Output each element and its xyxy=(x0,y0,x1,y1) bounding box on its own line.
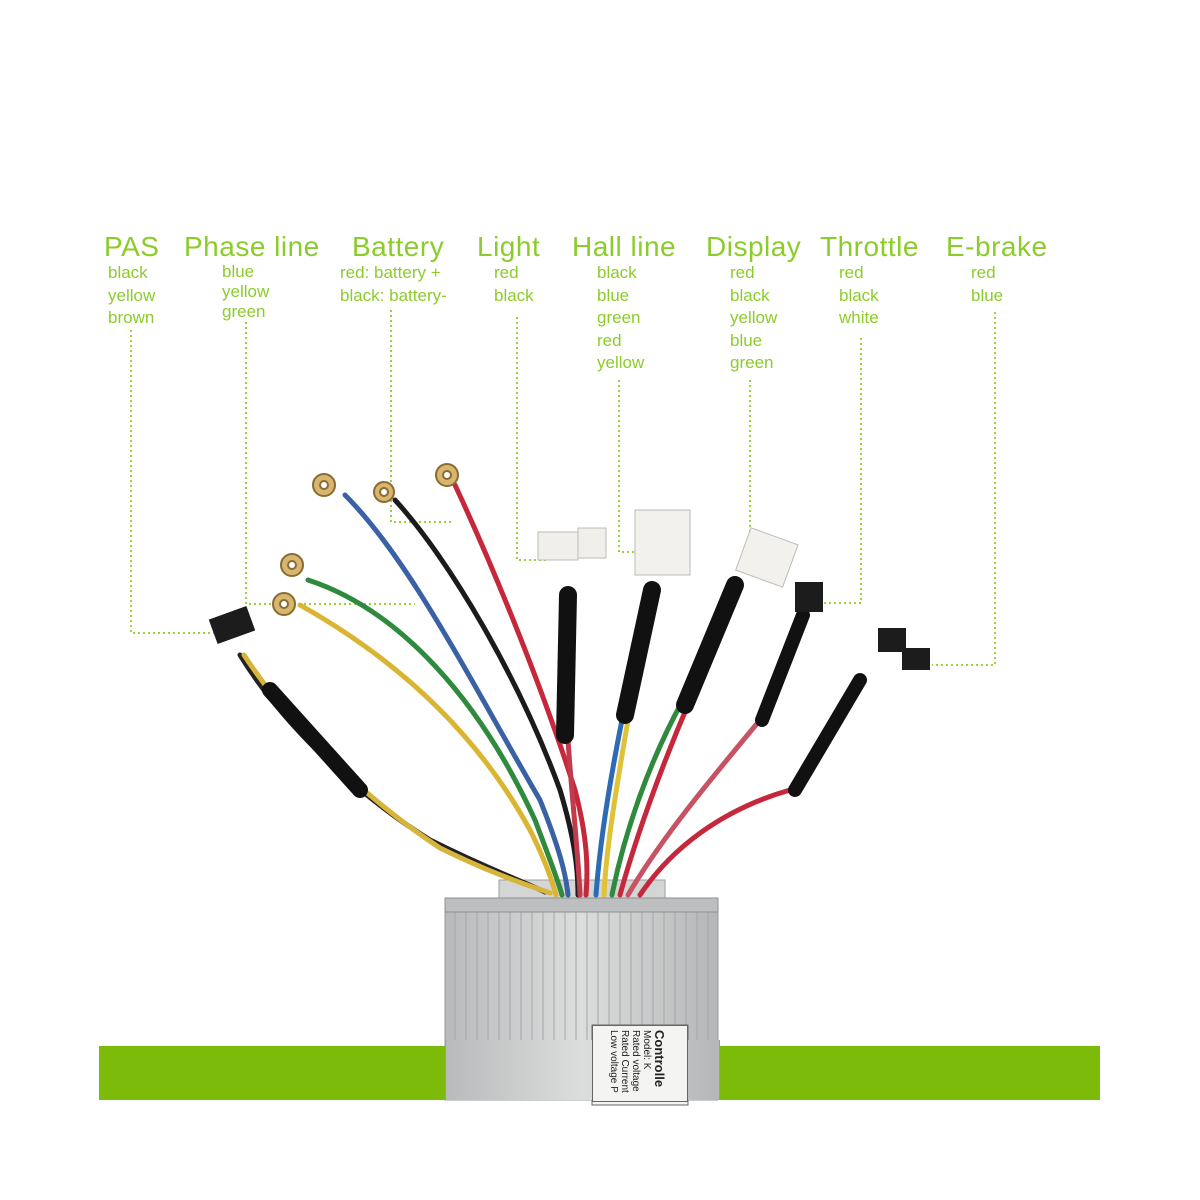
leader-throttle xyxy=(818,338,862,604)
label-phase-line-wire: yellow xyxy=(222,282,270,301)
label-battery-wire: black: battery- xyxy=(340,285,447,305)
controller-plate-line: Rated voltage xyxy=(630,1030,641,1092)
controller-plate-title: Controlle xyxy=(652,1030,667,1088)
label-hall-line-wire: black xyxy=(597,263,637,282)
leader-light xyxy=(516,317,548,561)
label-hall-line-wire: blue xyxy=(597,285,630,305)
label-e-brake-wire: red xyxy=(971,263,996,282)
label-e-brake-wire: blue xyxy=(971,285,1004,305)
leader-lines xyxy=(130,310,996,666)
connectors xyxy=(208,509,930,670)
label-battery-title: Battery xyxy=(352,231,445,262)
label-phase-line-wire: green xyxy=(222,302,266,321)
label-pas: PAS black yellow brown xyxy=(104,232,159,330)
label-phase-line-wire: blue xyxy=(222,262,255,281)
label-hall-line-wire: yellow xyxy=(597,353,645,372)
label-hall-line-wire: green xyxy=(597,308,641,327)
wires xyxy=(237,482,793,898)
label-phase-line: Phase line blue yellow green xyxy=(184,232,320,322)
label-throttle-wire: white xyxy=(839,308,879,327)
leader-ebrake xyxy=(932,312,996,666)
label-throttle-wire: red xyxy=(839,263,864,282)
controller-plate-line: Low voltage P xyxy=(608,1030,619,1093)
controller-plate-front: Controlle Model: K Rated voltage Rated C… xyxy=(592,1025,688,1102)
cable-sheaths xyxy=(262,576,867,798)
label-throttle-title: Throttle xyxy=(820,231,919,262)
label-throttle-wire: black xyxy=(839,285,879,305)
label-display-title: Display xyxy=(706,231,802,262)
label-display-wire: green xyxy=(730,353,774,372)
label-light-title: Light xyxy=(477,231,541,262)
leader-phase xyxy=(245,322,415,605)
label-hall-line-wire: red xyxy=(597,330,622,350)
label-light-wire: red xyxy=(494,263,519,282)
label-display-wire: black xyxy=(730,285,770,305)
leader-hall xyxy=(618,380,640,553)
label-hall-line-title: Hall line xyxy=(572,231,677,262)
leader-battery xyxy=(390,310,452,523)
label-pas-wire: yellow xyxy=(108,285,156,305)
label-battery-wire: red: battery + xyxy=(340,263,441,282)
label-display: Display red black yellow blue green xyxy=(706,232,801,375)
controller-plate-line: Rated Current xyxy=(619,1030,630,1093)
label-phase-line-title: Phase line xyxy=(184,231,320,262)
label-e-brake: E-brake red blue xyxy=(946,232,1048,307)
label-display-wire: yellow xyxy=(730,308,778,327)
label-e-brake-title: E-brake xyxy=(946,231,1048,262)
label-light-wire: black xyxy=(494,285,534,305)
label-pas-title: PAS xyxy=(104,231,160,262)
label-pas-wire: brown xyxy=(108,308,155,327)
leader-pas xyxy=(130,330,214,634)
controller-plate-line: Model: K xyxy=(641,1030,652,1070)
label-hall-line: Hall line black blue green red yellow xyxy=(572,232,676,375)
label-throttle: Throttle red black white xyxy=(820,232,919,330)
label-display-wire: red xyxy=(730,263,755,282)
ring-terminals xyxy=(272,463,459,616)
label-light: Light red black xyxy=(477,232,540,307)
label-pas-wire: black xyxy=(108,263,148,282)
label-battery: Battery red: battery + black: battery- xyxy=(340,232,447,307)
label-display-wire: blue xyxy=(730,330,763,350)
